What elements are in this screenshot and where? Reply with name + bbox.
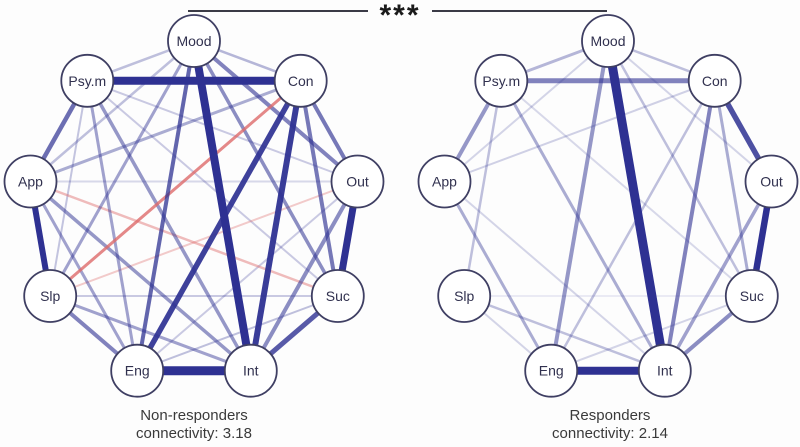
node-Con [273,53,328,108]
node-Slp [23,269,78,323]
node-label-Out: Out [346,174,369,190]
node-label-App: App [432,174,457,190]
node-Psy.m [60,53,115,108]
node-label-Int: Int [657,363,673,379]
node-Suc [310,269,365,323]
caption-nonresponders: Non-responders connectivity: 3.18 [64,407,324,443]
node-App [417,154,472,209]
edge-Psy.m-Eng [85,80,139,371]
node-Suc [724,269,779,323]
edge-App-Int [443,180,666,372]
node-Mood [581,14,635,68]
edge-Psy.m-Int [85,79,253,372]
edge-Psy.m-Suc [86,80,339,297]
node-Slp [437,269,492,323]
significance-bracket-left-line [188,10,368,12]
node-label-Suc: Suc [326,288,350,304]
edge-Psy.m-Out [86,79,358,183]
node-label-Slp: Slp [454,288,474,304]
node-label-Con: Con [702,73,728,89]
edge-Mood-Int [603,40,670,372]
edge-Con-Int [247,80,304,372]
node-label-Out: Out [760,174,783,190]
edge-App-Int [29,180,252,373]
node-Con [687,53,742,108]
significance-stars: *** [379,0,421,32]
node-label-App: App [18,174,43,190]
edge-Int-Out [249,180,360,372]
edge-Mood-Eng [135,40,196,372]
node-label-Eng: Eng [539,363,564,379]
edge-Con-App [444,79,716,183]
node-label-Int: Int [243,363,259,379]
node-Mood [167,14,221,68]
node-label-Con: Con [288,73,314,89]
edge-App-Eng [29,180,139,372]
significance-bracket-right-line [432,10,607,12]
node-App [3,154,58,209]
edge-Mood-Suc [606,40,753,297]
node-label-Psy.m: Psy.m [68,73,106,89]
edge-Slp-Int [49,294,252,373]
edge-Slp-Out [49,180,358,297]
caption-nonresponders-title: Non-responders [140,407,248,424]
edge-Mood-Out [192,39,359,184]
edge-App-Suc [30,180,339,298]
edge-Mood-Eng [549,40,610,372]
edge-Slp-Int [463,294,666,372]
edge-Con-Suc [298,80,340,297]
edge-Mood-Out [607,40,773,183]
node-label-Eng: Eng [125,363,150,379]
edge-Eng-Suc [550,295,753,372]
edge-Mood-App [443,40,609,183]
edge-App-Eng [443,180,553,372]
edge-Con-Eng [134,79,304,373]
edge-Con-Suc [713,80,754,297]
node-Out [330,154,385,209]
edge-Con-Slp [49,79,302,298]
node-Eng [524,343,579,398]
node-Eng [110,343,165,398]
edge-Mood-Int [190,40,255,372]
caption-responders-connectivity: connectivity: 2.14 [552,425,668,442]
node-Int [637,343,692,398]
node-Int [223,343,278,398]
edge-Con-App [29,79,302,183]
edge-Psy.m-Suc [500,80,753,297]
edge-Con-Eng [550,80,716,372]
edge-Int-Out [663,180,774,372]
node-Out [744,154,799,209]
node-Psy.m [474,53,529,108]
edge-Con-Int [662,80,717,372]
edge-Eng-Out [136,180,359,372]
caption-nonresponders-connectivity: connectivity: 3.18 [136,425,252,442]
edge-Psy.m-Int [499,80,667,372]
node-label-Slp: Slp [40,288,60,304]
caption-responders: Responders connectivity: 2.14 [480,407,740,443]
edge-Mood-App [29,40,195,183]
caption-responders-title: Responders [569,407,651,424]
node-label-Mood: Mood [590,33,625,49]
node-label-Psy.m: Psy.m [482,73,520,89]
edge-Psy.m-Slp [462,80,503,297]
edge-Psy.m-Slp [49,80,89,297]
edge-Eng-Suc [136,295,339,372]
node-label-Mood: Mood [176,33,211,49]
node-label-Suc: Suc [740,288,764,304]
